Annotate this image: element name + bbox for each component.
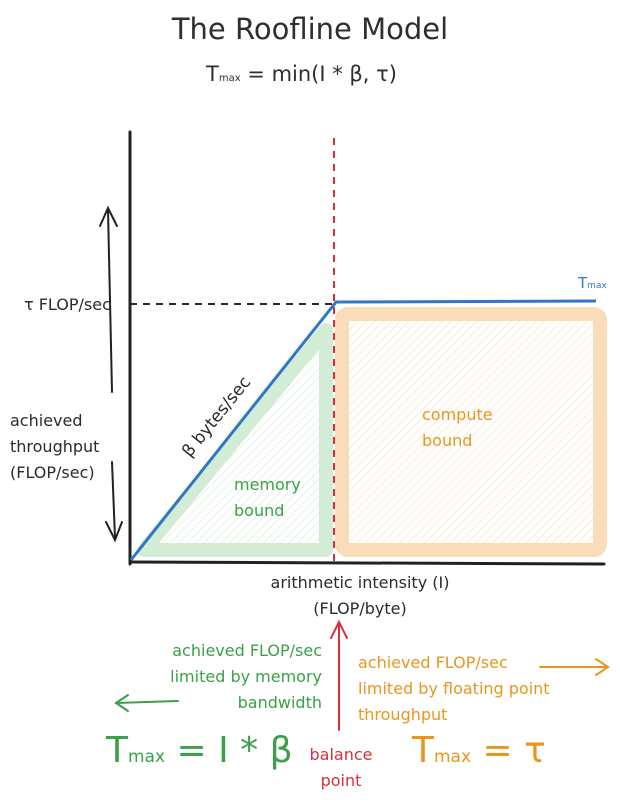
compute-annotation-line: achieved FLOP/sec bbox=[358, 653, 508, 672]
y-tick-tau: τ FLOP/sec bbox=[24, 295, 111, 314]
x-axis bbox=[128, 560, 606, 566]
memory-annotation-line: limited by memory bbox=[170, 667, 322, 686]
memory-annotation-line: bandwidth bbox=[237, 693, 322, 712]
balance-arrow bbox=[330, 619, 348, 731]
balance-point-line: balance bbox=[309, 745, 373, 764]
compute-equation: Tmax = τ bbox=[412, 730, 546, 771]
memory-equation: Tmax = I * β bbox=[106, 730, 293, 771]
formula-lhs: T bbox=[206, 62, 219, 86]
x-axis-label-line: (FLOP/byte) bbox=[313, 599, 407, 618]
compute-region bbox=[335, 307, 607, 557]
memory-eq-T: T bbox=[106, 730, 128, 771]
y-axis-label-line: throughput bbox=[10, 437, 100, 456]
tmax-curve-T: T bbox=[578, 274, 588, 292]
roofline-formula: Tmax = min(I * β, τ) bbox=[206, 62, 397, 86]
compute-bound-line: compute bbox=[422, 405, 493, 424]
compute-annotation-line: throughput bbox=[358, 705, 448, 724]
formula-lhs-sub: max bbox=[218, 73, 241, 84]
y-label-arrow bbox=[99, 205, 123, 543]
memory-bound-line: bound bbox=[234, 501, 285, 520]
memory-annotation-line: achieved FLOP/sec bbox=[172, 641, 322, 660]
compute-annotation: achieved FLOP/sec limited by floating po… bbox=[358, 650, 550, 728]
compute-eq-sub: max bbox=[434, 747, 472, 767]
balance-point-label: balance point bbox=[296, 742, 386, 794]
compute-annotation-line: limited by floating point bbox=[358, 679, 550, 698]
y-axis-label-line: achieved bbox=[10, 411, 83, 430]
memory-annotation: achieved FLOP/sec limited by memory band… bbox=[130, 638, 322, 716]
compute-eq-T: T bbox=[412, 730, 434, 771]
y-axis-label: achieved throughput (FLOP/sec) bbox=[10, 408, 99, 486]
memory-bound-line: memory bbox=[234, 475, 301, 494]
compute-bound-line: bound bbox=[422, 431, 473, 450]
right-arrow bbox=[539, 658, 610, 676]
memory-eq-rhs: = I * β bbox=[176, 730, 293, 771]
page-title: The Roofline Model bbox=[171, 12, 449, 46]
left-arrow bbox=[114, 694, 179, 712]
memory-region bbox=[137, 323, 333, 557]
formula-rhs: = min(I * β, τ) bbox=[240, 62, 397, 86]
x-axis-label-line: arithmetic intensity (I) bbox=[270, 573, 450, 592]
memory-bound-label: memory bound bbox=[234, 472, 301, 524]
y-axis-label-line: (FLOP/sec) bbox=[10, 463, 95, 482]
balance-point-line: point bbox=[320, 771, 362, 790]
tmax-curve-label: Tmax bbox=[578, 274, 607, 292]
x-axis-label: arithmetic intensity (I) (FLOP/byte) bbox=[240, 570, 480, 622]
tmax-curve-sub: max bbox=[587, 281, 607, 291]
memory-eq-sub: max bbox=[128, 747, 166, 767]
compute-bound-label: compute bound bbox=[422, 402, 493, 454]
compute-eq-rhs: = τ bbox=[482, 730, 546, 771]
